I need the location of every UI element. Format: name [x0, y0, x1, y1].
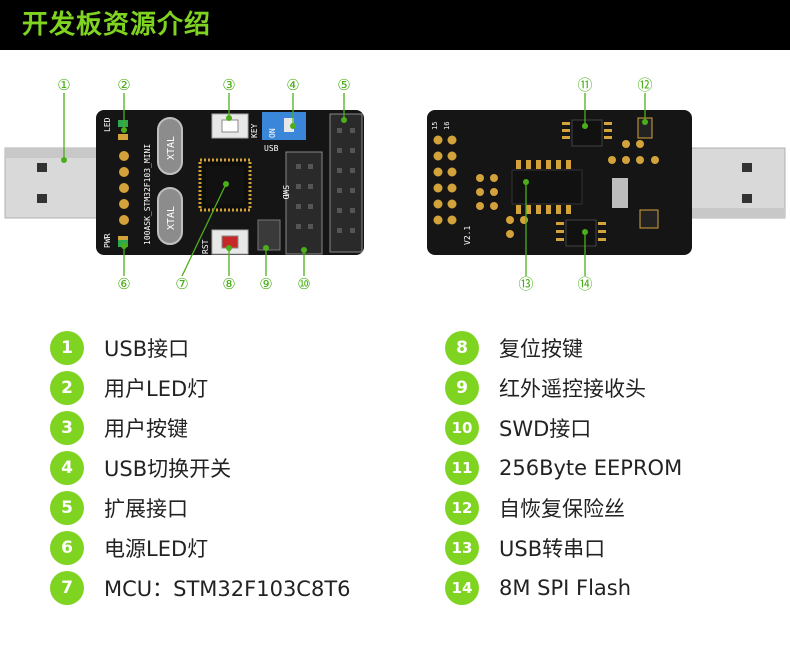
svg-text:XTAL: XTAL [166, 206, 177, 230]
board-illustration: LED PWR 100ASK_STM32F103_MINI XTAL XTAL … [0, 60, 790, 300]
svg-text:XTAL: XTAL [166, 136, 177, 160]
silk-led: LED [103, 117, 112, 132]
legend: 1 USB接口 2 用户LED灯 3 用户按键 4 USB切换开关 5 扩展接口… [0, 328, 790, 628]
legend-label: 扩展接口 [104, 497, 188, 521]
silk-version: V2.1 [463, 226, 472, 245]
legend-label: SWD接口 [499, 417, 592, 441]
legend-item-14: 14 8M SPI Flash [445, 570, 631, 606]
usb-switch [262, 112, 306, 140]
legend-item-4: 4 USB切换开关 [50, 450, 231, 486]
legend-label: 用户按键 [104, 417, 188, 441]
board-diagram: LED PWR 100ASK_STM32F103_MINI XTAL XTAL … [4, 76, 786, 293]
usb-serial-chip [511, 160, 583, 214]
legend-badge: 1 [50, 331, 84, 365]
legend-item-9: 9 红外遥控接收头 [445, 370, 646, 406]
legend-badge: 8 [445, 331, 479, 365]
silk-rst: RST [201, 239, 210, 254]
legend-item-8: 8 复位按键 [445, 330, 583, 366]
callout-5: ⑤ [337, 76, 350, 94]
callout-13: ⑬ [518, 275, 533, 293]
legend-item-13: 13 USB转串口 [445, 530, 605, 566]
legend-badge: 10 [445, 411, 479, 445]
legend-badge: 6 [50, 531, 84, 565]
legend-label: USB切换开关 [104, 457, 232, 481]
callout-3: ③ [222, 76, 235, 94]
legend-badge: 7 [50, 571, 84, 605]
callout-9: ⑨ [259, 275, 272, 293]
silk-pin16: 16 [443, 122, 451, 130]
legend-item-7: 7 MCU：STM32F103C8T6 [50, 570, 351, 606]
legend-badge: 2 [50, 371, 84, 405]
legend-badge: 9 [445, 371, 479, 405]
page-title: 开发板资源介绍 [22, 10, 212, 40]
callout-14: ⑭ [577, 275, 592, 293]
crystal-1: XTAL [157, 117, 183, 175]
silk-usb: USB [264, 144, 279, 153]
legend-label: 电源LED灯 [104, 537, 209, 561]
silk-pin15: 15 [431, 122, 439, 130]
legend-label: 红外遥控接收头 [499, 377, 646, 401]
small-ic [639, 209, 659, 229]
callout-4: ④ [286, 76, 299, 94]
regulator [612, 178, 628, 208]
usb-plug-back [679, 147, 786, 219]
callout-1: ① [57, 76, 70, 94]
legend-label: USB转串口 [499, 537, 606, 561]
silk-key: KEY [250, 123, 259, 138]
swd-header [285, 151, 323, 255]
page-header: 开发板资源介绍 [0, 0, 790, 50]
legend-label: 复位按键 [499, 337, 583, 361]
legend-item-3: 3 用户按键 [50, 410, 188, 446]
legend-item-12: 12 自恢复保险丝 [445, 490, 625, 526]
legend-label: 用户LED灯 [104, 377, 209, 401]
callout-7: ⑦ [175, 275, 188, 293]
legend-badge: 4 [50, 451, 84, 485]
legend-item-5: 5 扩展接口 [50, 490, 188, 526]
legend-item-10: 10 SWD接口 [445, 410, 591, 446]
legend-badge: 5 [50, 491, 84, 525]
callout-8: ⑧ [222, 275, 235, 293]
silk-swd: SWD [281, 185, 290, 200]
legend-label: 256Byte EEPROM [499, 456, 683, 480]
callout-11: ⑪ [577, 76, 592, 94]
crystal-2: XTAL [157, 187, 183, 245]
callout-10: ⑩ [297, 275, 310, 293]
legend-item-11: 11 256Byte EEPROM [445, 450, 682, 486]
legend-badge: 3 [50, 411, 84, 445]
expansion-header [329, 113, 363, 253]
spi-flash-chip [556, 219, 606, 247]
legend-badge: 14 [445, 571, 479, 605]
callout-12: ⑫ [637, 76, 652, 94]
silk-pwr: PWR [103, 233, 112, 248]
legend-label: MCU：STM32F103C8T6 [104, 577, 351, 601]
usb-plug-front [4, 147, 106, 219]
legend-badge: 12 [445, 491, 479, 525]
callout-6: ⑥ [117, 275, 130, 293]
legend-item-6: 6 电源LED灯 [50, 530, 208, 566]
legend-label: 自恢复保险丝 [499, 497, 625, 521]
silk-on: ON [268, 128, 277, 138]
legend-item-1: 1 USB接口 [50, 330, 189, 366]
legend-label: USB接口 [104, 337, 190, 361]
legend-badge: 13 [445, 531, 479, 565]
ir-receiver [257, 219, 281, 251]
legend-item-2: 2 用户LED灯 [50, 370, 208, 406]
callout-2: ② [117, 76, 130, 94]
legend-badge: 11 [445, 451, 479, 485]
legend-label: 8M SPI Flash [499, 576, 632, 600]
silk-model: 100ASK_STM32F103_MINI [143, 144, 152, 245]
